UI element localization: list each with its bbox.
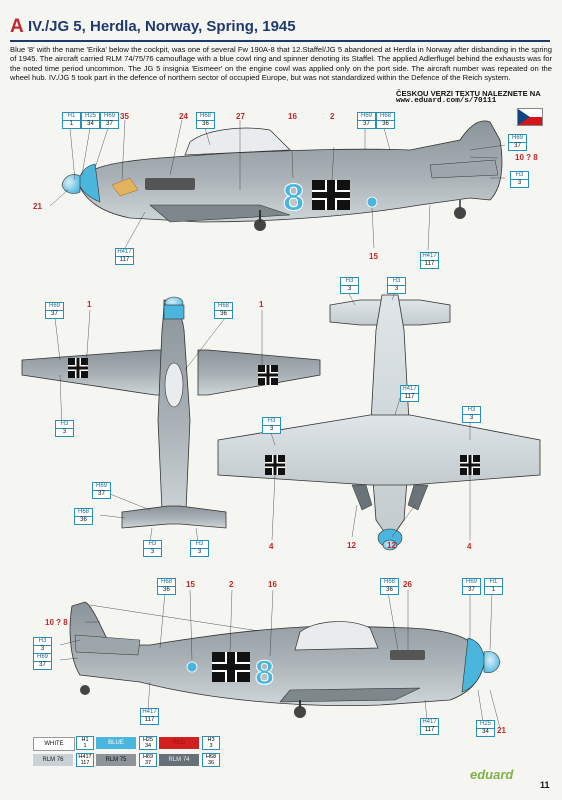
swatch-red: RED (159, 737, 199, 749)
callout-10-8: 10 ? 8 (45, 618, 68, 627)
callout-2: 2 (330, 112, 335, 121)
description-text: Blue '8' with the name 'Erika' below the… (10, 45, 552, 82)
callout-1: 1 (87, 300, 92, 309)
callout-4: 4 (269, 542, 274, 551)
czech-flag-icon (517, 108, 543, 126)
svg-text:8: 8 (255, 654, 274, 692)
page-title: IV./JG 5, Herdla, Norway, Spring, 1945 (28, 18, 296, 35)
underside-view (217, 294, 541, 551)
starboard-profile: 8 (69, 601, 501, 718)
callout-15: 15 (369, 252, 378, 261)
title-rule (10, 40, 550, 42)
svg-text:8: 8 (283, 177, 304, 219)
swatch-white: WHITE (33, 737, 75, 751)
callout-4: 4 (467, 542, 472, 551)
port-profile: 8 (61, 120, 503, 231)
czech-text-note: ČESKOU VERZI TEXTU NALEZNETE NA (396, 89, 541, 98)
swatch-rlm76: RLM 76 (33, 754, 73, 766)
callout-16: 16 (288, 112, 297, 121)
callout-12: 12 (387, 541, 396, 550)
swatch-blue: BLUE (96, 737, 136, 749)
callout-35: 35 (120, 112, 129, 121)
swatch-rlm75: RLM 75 (96, 754, 136, 766)
eduard-logo: eduard (470, 767, 514, 782)
czech-text-url[interactable]: www.eduard.com/s/70111 (396, 97, 497, 105)
top-view (21, 296, 321, 529)
leader-lines (49, 119, 506, 729)
callout-24: 24 (179, 112, 188, 121)
callout-27: 27 (236, 112, 245, 121)
profile-letter: A (10, 16, 24, 37)
callout-10-8: 10 ? 8 (515, 153, 538, 162)
callout-12: 12 (347, 541, 356, 550)
callout-26: 26 (403, 580, 412, 589)
callout-2: 2 (229, 580, 234, 589)
callout-21: 21 (33, 202, 42, 211)
swatch-rlm74: RLM 74 (159, 754, 199, 766)
page-number: 11 (540, 780, 550, 790)
callout-16: 16 (268, 580, 277, 589)
callout-1: 1 (259, 300, 264, 309)
callout-21: 21 (497, 726, 506, 735)
callout-15: 15 (186, 580, 195, 589)
